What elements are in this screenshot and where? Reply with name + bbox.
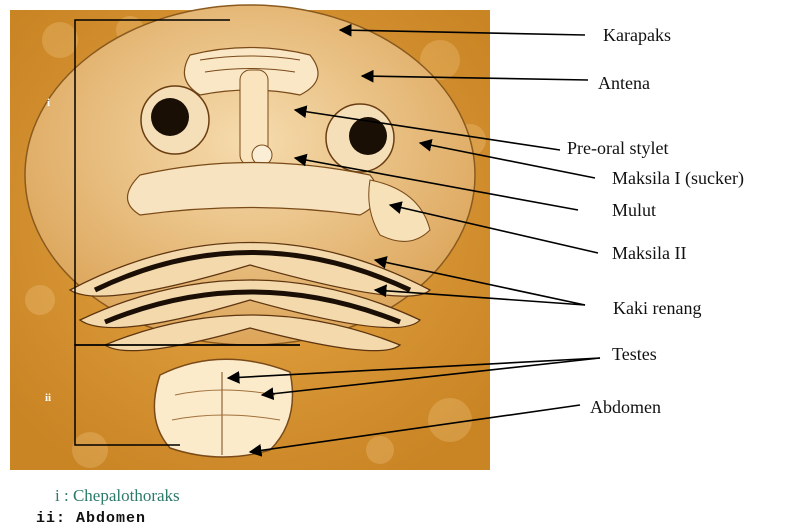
region-label-ii: ii: [45, 392, 51, 404]
label-mulut: Mulut: [612, 200, 656, 220]
legend-chepalothoraks: i : Chepalothoraks: [55, 486, 180, 506]
label-abdomen: Abdomen: [590, 397, 661, 417]
label-testes: Testes: [612, 344, 657, 364]
label-maksila-1: Maksila I (sucker): [612, 168, 744, 188]
label-kaki-renang: Kaki renang: [613, 298, 701, 318]
legend-abdomen: ii: Abdomen: [36, 510, 146, 527]
label-preoral-stylet: Pre-oral stylet: [567, 138, 668, 158]
sucker-right: [326, 104, 394, 172]
region-label-i: i: [47, 97, 50, 109]
label-karapaks: Karapaks: [603, 25, 671, 45]
label-antena: Antena: [598, 73, 650, 93]
mouth-shape: [128, 163, 379, 216]
label-maksila-2: Maksila II: [612, 243, 686, 263]
sucker-left: [141, 86, 209, 154]
abdomen-shape: [154, 359, 292, 457]
